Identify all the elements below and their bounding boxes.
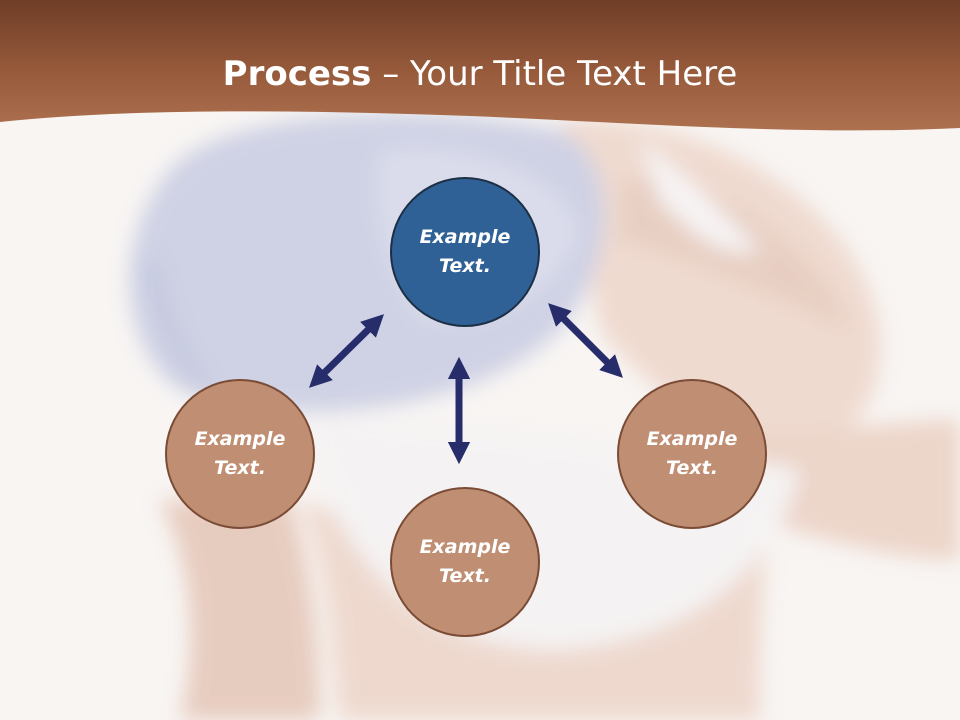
node-left-line2: Text. (214, 457, 266, 479)
slide-title: Process – Your Title Text Here (0, 52, 960, 96)
node-right-line2: Text. (666, 457, 718, 479)
node-bottom-label: Example Text. (410, 533, 520, 591)
node-center-line1: Example (419, 226, 511, 248)
node-center-label: Example Text. (410, 223, 520, 281)
node-left: Example Text. (165, 379, 315, 529)
title-banner (0, 0, 960, 131)
node-left-label: Example Text. (185, 425, 295, 483)
title-bold-text: Process (222, 54, 372, 94)
node-right-label: Example Text. (637, 425, 747, 483)
title-dash: – (382, 54, 400, 94)
node-center-line2: Text. (439, 255, 491, 277)
node-bottom-line2: Text. (439, 565, 491, 587)
node-right: Example Text. (617, 379, 767, 529)
node-left-line1: Example (194, 428, 286, 450)
node-bottom-line1: Example (419, 536, 511, 558)
node-center: Example Text. (390, 177, 540, 327)
node-bottom: Example Text. (390, 487, 540, 637)
node-right-line1: Example (646, 428, 738, 450)
title-rest-text: Your Title Text Here (410, 54, 738, 94)
